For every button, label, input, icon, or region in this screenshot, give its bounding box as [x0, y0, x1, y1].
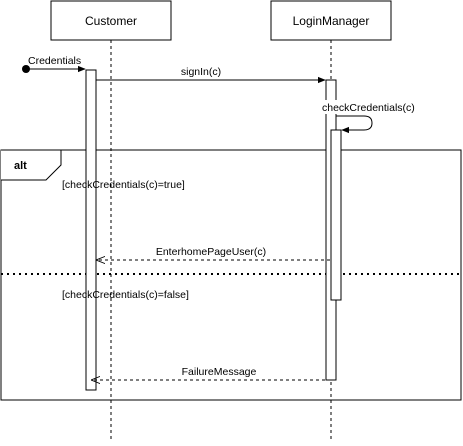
alt-operator-label: alt [14, 160, 27, 172]
message-enterhomepageuser[interactable]: EnterhomePageUser(c) [97, 246, 330, 260]
message-checkcredentials-label: checkCredentials(c) [322, 102, 415, 114]
message-failuremessage[interactable]: FailureMessage [92, 366, 325, 380]
participant-customer[interactable]: Customer [50, 0, 172, 41]
message-failuremessage-label: FailureMessage [182, 366, 257, 378]
found-message-label: Credentials [28, 55, 81, 67]
guard-true: [checkCredentials(c)=true] [62, 179, 185, 191]
activation-loginmanager-nested [330, 129, 342, 301]
message-checkcredentials-label-bg [321, 100, 421, 114]
participant-box-loginmanager [270, 0, 392, 41]
participant-label-loginmanager: LoginManager [293, 14, 370, 28]
message-checkcredentials-arrow [336, 115, 373, 134]
message-signin-label: signIn(c) [181, 66, 221, 78]
message-signin[interactable]: signIn(c) [96, 66, 326, 84]
participant-label-customer: Customer [85, 14, 137, 28]
message-enterhomepageuser-label: EnterhomePageUser(c) [156, 246, 266, 258]
alt-fragment[interactable]: alt [0, 149, 462, 401]
participant-loginmanager[interactable]: LoginManager [270, 0, 392, 41]
found-message-credentials[interactable]: Credentials [22, 55, 86, 73]
alt-operator-tab [1, 149, 62, 181]
activation-customer [85, 69, 97, 391]
message-checkcredentials[interactable]: checkCredentials(c) [321, 100, 421, 134]
participant-box-customer [50, 0, 172, 41]
guard-false: [checkCredentials(c)=false] [62, 289, 189, 301]
